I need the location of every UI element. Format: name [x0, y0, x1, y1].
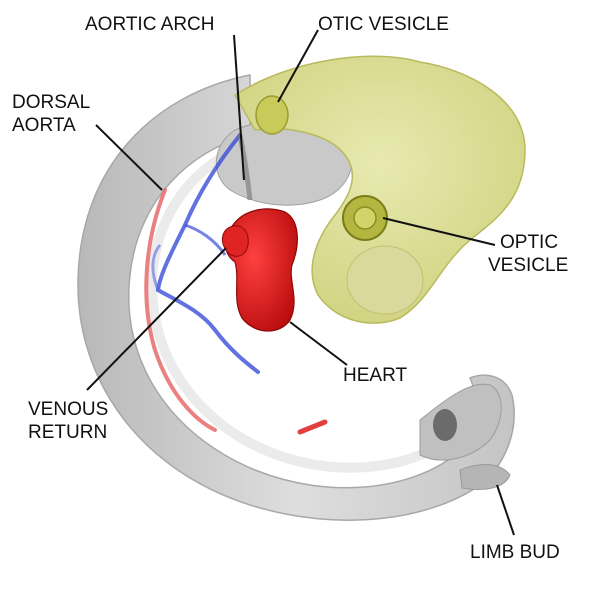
limb-bud-shape [460, 465, 510, 490]
label-venous-return-line2: RETURN [28, 422, 107, 443]
label-aortic-arch: AORTIC ARCH [85, 14, 215, 35]
label-limb-bud: LIMB BUD [470, 542, 560, 563]
tail-dark-spot [433, 409, 457, 441]
vein-branch [185, 225, 225, 255]
label-heart: HEART [343, 365, 407, 386]
limb-bud-leader [497, 485, 514, 535]
label-optic-vesicle-line2: VESICLE [488, 255, 568, 276]
artery-segment [300, 422, 325, 432]
label-dorsal-aorta-line2: AORTA [12, 115, 76, 136]
head-lobe [347, 246, 423, 314]
otic-vesicle-shape [256, 96, 288, 134]
label-otic-vesicle: OTIC VESICLE [318, 14, 449, 35]
heart-leader [290, 322, 347, 365]
optic-vesicle-inner [354, 207, 376, 229]
label-venous-return-line1: VENOUS [28, 399, 108, 420]
heart [222, 209, 297, 331]
label-dorsal-aorta-line1: DORSAL [12, 92, 90, 113]
label-optic-vesicle-line1: OPTIC [500, 232, 558, 253]
